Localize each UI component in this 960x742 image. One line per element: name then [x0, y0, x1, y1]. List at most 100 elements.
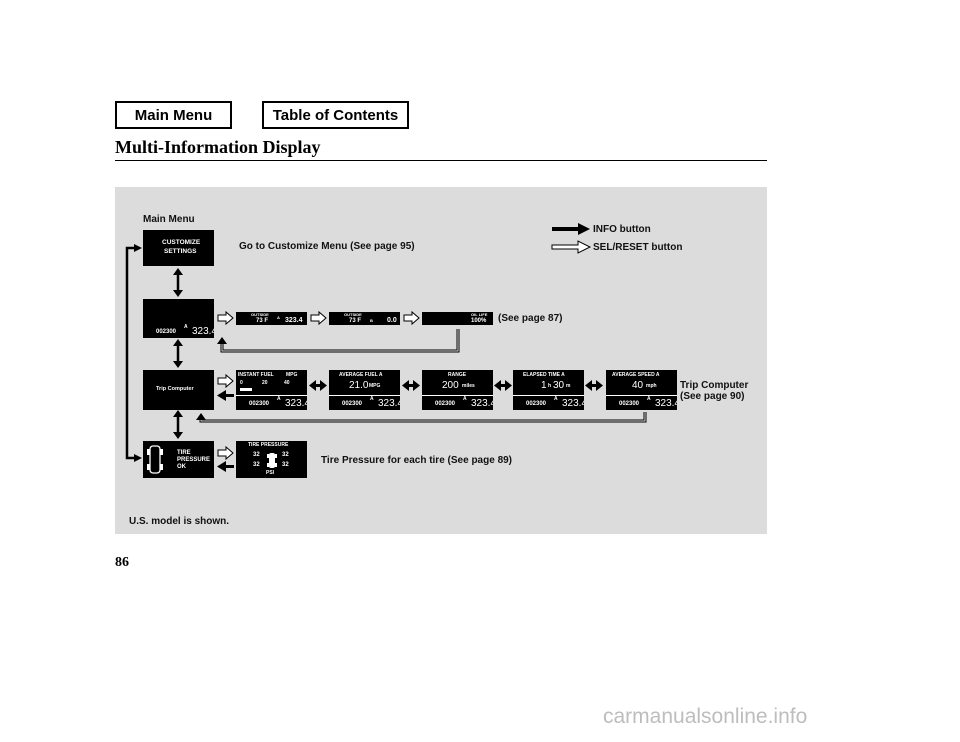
elapsed-hours: 1 [541, 380, 547, 391]
title-divider [115, 160, 767, 161]
trip-a-value: 323.4 [655, 398, 677, 409]
instant-fuel-unit: MPG [286, 372, 298, 378]
footnote: U.S. model is shown. [129, 516, 230, 527]
tire-pressure-unit: PSI [266, 470, 275, 476]
average-fuel-unit: MPG [369, 383, 381, 389]
solid-arrow-left-icon [217, 461, 234, 472]
page-number: 86 [115, 555, 129, 570]
double-arrow-icon [402, 380, 420, 391]
main-menu-label: Main Menu [143, 214, 195, 225]
range-value: 200 [442, 380, 459, 391]
main-menu-button[interactable]: Main Menu [115, 101, 232, 129]
odometer-value: 002300 [249, 401, 270, 407]
odometer-value: 002300 [619, 401, 640, 407]
tire-ok-line-1: TIRE [177, 450, 191, 456]
trip-a-value: 323.4 [285, 317, 303, 324]
trip-a-value: 323.4 [285, 398, 307, 409]
outside-temp-screen-a: OUTSIDE 73 F A 323.4 [236, 312, 307, 325]
tire-pressure-ok-screen: TIRE PRESSURE OK [143, 441, 214, 478]
car-top-view-icon [267, 453, 277, 468]
outline-arrow-icon [217, 310, 234, 326]
odometer-screen: 002300 A 323.4 [143, 299, 214, 338]
tire-pressure-label: TIRE PRESSURE [248, 442, 289, 448]
car-top-view-icon [147, 445, 163, 474]
customize-settings-screen: CUSTOMIZE SETTINGS [143, 230, 214, 266]
screen-divider [422, 395, 493, 396]
screen-divider [606, 395, 677, 396]
trip-a-value: 323.4 [471, 398, 493, 409]
outside-label: OUTSIDE [344, 312, 362, 317]
average-fuel-label: AVERAGE FUEL A [339, 372, 383, 378]
elapsed-time-label: ELAPSED TIME A [523, 372, 565, 378]
legend-outline-arrow-icon [551, 240, 592, 254]
range-label: RANGE [448, 372, 467, 378]
screen-divider [513, 395, 584, 396]
instant-fuel-scale-40: 40 [284, 380, 290, 386]
tire-rear-right-value: 32 [282, 462, 289, 468]
odometer-value: 002300 [435, 401, 456, 407]
trip-a-indicator: A [277, 315, 280, 320]
range-screen: RANGE 200 miles 002300 A 323.4 [422, 370, 493, 410]
instant-fuel-label: INSTANT FUEL [238, 372, 274, 378]
outline-arrow-icon [403, 310, 420, 326]
average-speed-unit: mph [646, 383, 657, 389]
page-title: Multi-Information Display [115, 137, 321, 157]
range-unit: miles [462, 383, 475, 389]
elapsed-time-screen: ELAPSED TIME A 1 h 30 m 002300 A 323.4 [513, 370, 584, 410]
outside-label: OUTSIDE [251, 312, 269, 317]
trip-computer-page-caption: (See page 90) [680, 391, 745, 402]
tire-rear-left-value: 32 [253, 462, 260, 468]
tire-front-right-value: 32 [282, 452, 289, 458]
trip-a-indicator: A [184, 324, 188, 330]
trip-b-value: 0.0 [387, 317, 397, 324]
customize-line-2: SETTINGS [164, 248, 197, 255]
tire-pressure-detail-screen: TIRE PRESSURE 32 32 32 32 PSI [236, 441, 307, 478]
vertical-double-arrow-icon [173, 268, 183, 297]
oil-life-screen: OIL LIFE 100% [422, 312, 493, 325]
outline-arrow-icon [217, 445, 234, 461]
trip-a-value: 323.4 [562, 398, 584, 409]
odometer-value: 002300 [526, 401, 547, 407]
legend-sel-label: SEL/RESET button [593, 242, 683, 253]
average-speed-value: 40 [632, 380, 644, 391]
elapsed-minutes: 30 [553, 380, 565, 391]
instant-fuel-scale-20: 20 [262, 380, 268, 386]
trip-computer-label: Trip Computer [156, 386, 194, 392]
outside-temp-screen-b: OUTSIDE 73 F B 0.0 [329, 312, 400, 325]
average-speed-label: AVERAGE SPEED A [612, 372, 660, 378]
legend-info-label: INFO button [593, 224, 651, 235]
return-line-row-2 [196, 412, 647, 423]
odometer-value: 002300 [342, 401, 363, 407]
elapsed-minutes-unit: m [566, 383, 571, 389]
trip-b-indicator: B [370, 318, 373, 323]
trip-computer-screen: Trip Computer [143, 370, 214, 410]
customize-caption: Go to Customize Menu (See page 95) [239, 241, 415, 252]
outline-arrow-icon [217, 373, 234, 389]
left-loop-line [125, 244, 142, 462]
screen-divider [236, 395, 307, 396]
see-page-87-label: (See page 87) [498, 313, 563, 324]
trip-a-indicator: A [647, 396, 651, 402]
tire-ok-line-3: OK [177, 464, 186, 470]
trip-a-value: 323.4 [378, 398, 400, 409]
vertical-double-arrow-icon [173, 339, 183, 368]
tire-front-left-value: 32 [253, 452, 260, 458]
oil-life-value: 100% [471, 318, 487, 324]
average-speed-screen: AVERAGE SPEED A 40 mph 002300 A 323.4 [606, 370, 677, 410]
legend-solid-arrow-icon [552, 223, 590, 235]
return-line-row-1 [217, 329, 460, 353]
table-of-contents-button[interactable]: Table of Contents [262, 101, 409, 129]
trip-a-indicator: A [554, 396, 558, 402]
trip-computer-caption: Trip Computer [680, 380, 749, 391]
customize-line-1: CUSTOMIZE [162, 239, 201, 246]
odometer-value: 002300 [156, 329, 177, 335]
trip-a-value: 323.4 [192, 326, 214, 337]
outline-arrow-icon [310, 310, 327, 326]
double-arrow-icon [585, 380, 603, 391]
vertical-double-arrow-icon [173, 410, 183, 439]
elapsed-hours-unit: h [548, 383, 552, 389]
double-arrow-icon [309, 380, 327, 391]
diagram-panel [115, 187, 767, 534]
watermark: carmanualsonline.info [603, 705, 808, 728]
